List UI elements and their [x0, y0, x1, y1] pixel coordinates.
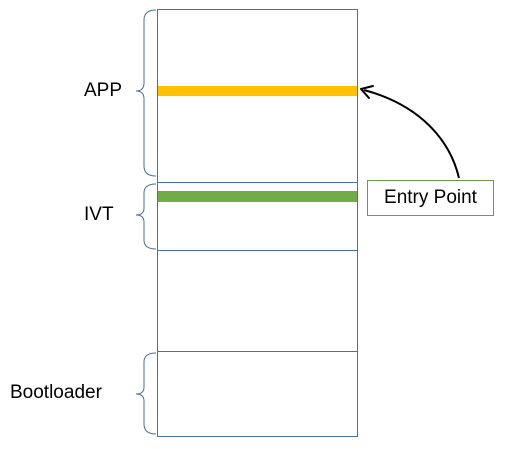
entry-point-arrow	[363, 89, 460, 179]
memory-column	[157, 9, 358, 437]
arrowhead	[360, 85, 374, 99]
ivt-brace	[135, 183, 157, 250]
app-entry-marker	[158, 86, 357, 96]
bootloader-label: Bootloader	[10, 382, 102, 403]
entry-point-callout: Entry Point	[367, 180, 494, 216]
bootloader-brace	[135, 352, 157, 435]
entry-point-label: Entry Point	[384, 187, 477, 208]
app-label: APP	[84, 80, 123, 101]
ivt-reset-vector-marker	[158, 191, 357, 202]
app-brace	[135, 9, 157, 177]
ivt-label: IVT	[84, 204, 114, 225]
